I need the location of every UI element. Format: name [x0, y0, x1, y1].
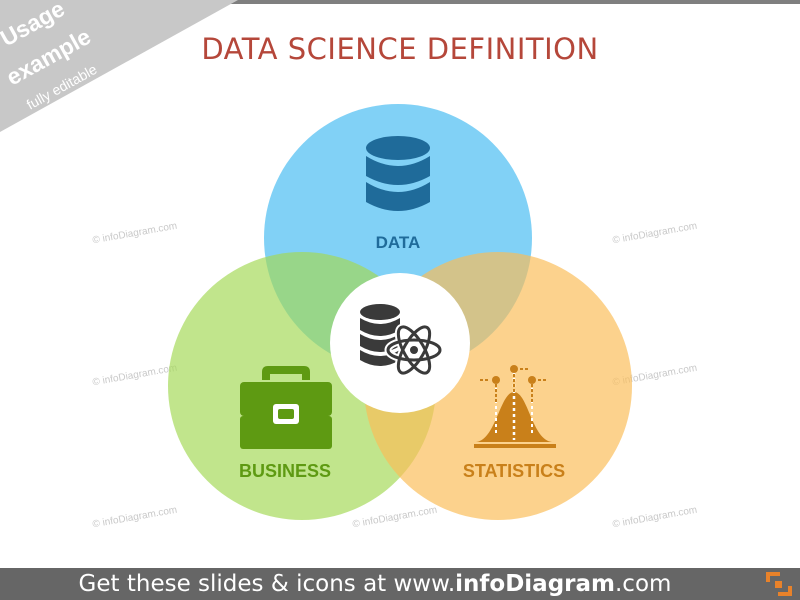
database-icon — [366, 136, 430, 211]
bell-curve-icon — [474, 365, 556, 448]
statistics-label: STATISTICS — [462, 461, 566, 481]
footer-prefix: Get these slides & icons at www. — [78, 571, 456, 597]
data-label: DATA — [375, 233, 421, 252]
footer-bar: Get these slides & icons at www.infoDiag… — [0, 568, 800, 600]
page-title: DATA SCIENCE DEFINITION — [201, 32, 599, 66]
database-atom-icon — [360, 304, 444, 377]
briefcase-icon — [240, 366, 332, 449]
footer-text[interactable]: Get these slides & icons at www.infoDiag… — [0, 568, 750, 600]
top-border — [0, 0, 800, 4]
business-label: BUSINESS — [238, 461, 332, 481]
footer-brand: infoDiagram — [455, 571, 615, 597]
footer-suffix: .com — [615, 571, 672, 597]
infodiagram-logo-icon — [766, 572, 792, 596]
